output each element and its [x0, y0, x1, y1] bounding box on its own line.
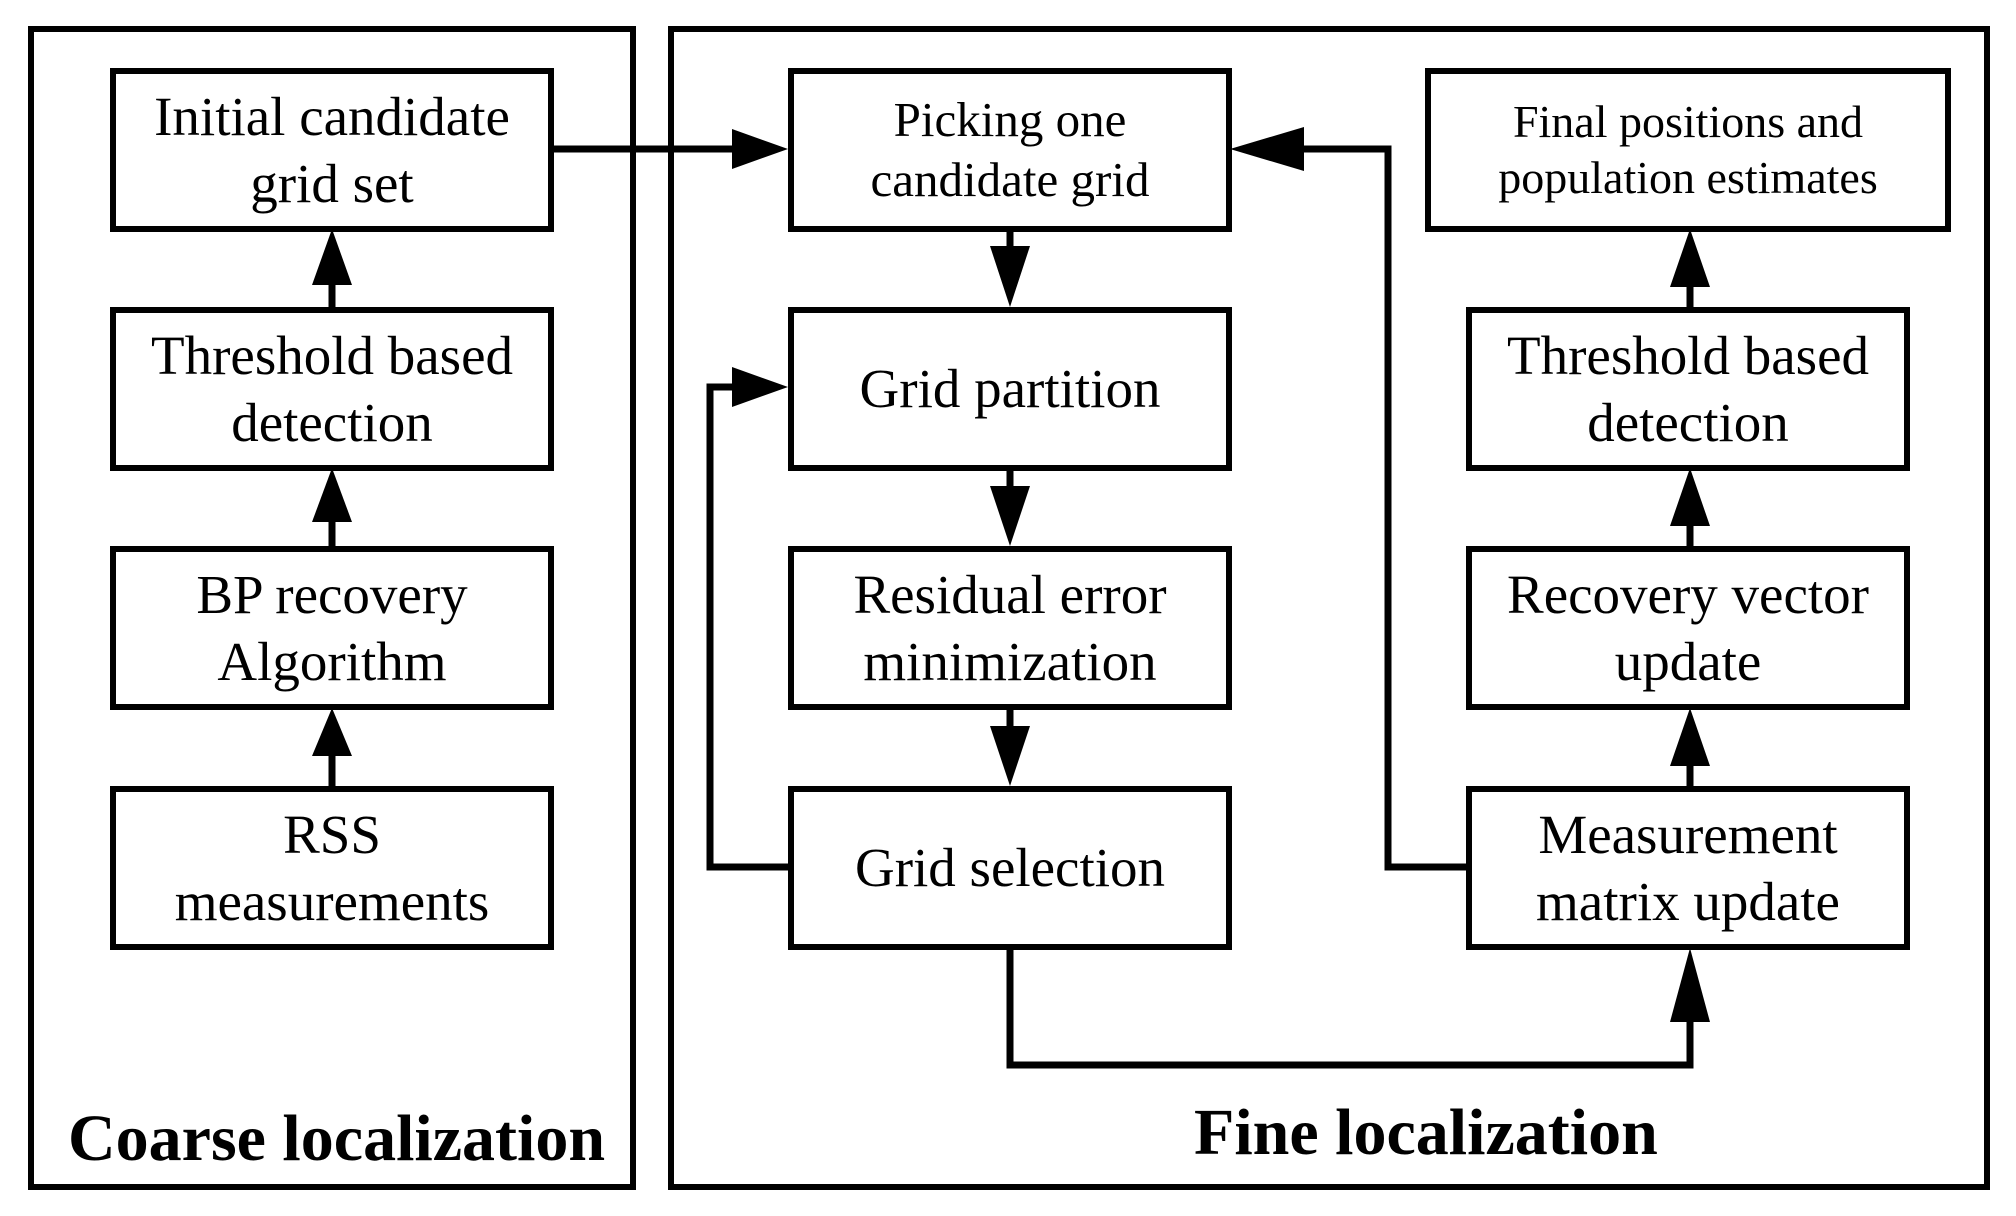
arrowhead-initial-to-picking — [732, 129, 788, 169]
recovery-vector-update-box: Recovery vector update — [1466, 546, 1910, 710]
box-line: Threshold based — [151, 324, 513, 386]
box-line: grid set — [250, 153, 414, 214]
box-line: RSS — [283, 803, 381, 865]
box-line: candidate grid — [870, 152, 1150, 207]
arrowhead-selection-loop — [732, 367, 788, 407]
box-line: Final positions and — [1512, 95, 1864, 147]
arrowhead-selection-to-measurement — [1670, 948, 1710, 1022]
grid-partition-box: Grid partition — [788, 307, 1232, 471]
box-line: minimization — [863, 631, 1157, 692]
box-line: matrix update — [1536, 871, 1840, 932]
final-positions-box: Final positions and population estimates — [1425, 68, 1951, 232]
arrowhead-residual-to-selection — [990, 726, 1030, 786]
arrowhead-partition-to-residual — [990, 486, 1030, 546]
grid-selection-box: Grid selection — [788, 786, 1232, 950]
box-line: Algorithm — [217, 631, 447, 692]
measurement-matrix-update-box: Measurement matrix update — [1466, 786, 1910, 950]
fine-threshold-detection-box: Threshold based detection — [1466, 307, 1910, 471]
arrow-measurement-to-picking — [1304, 145, 1466, 871]
box-line: Residual error — [853, 563, 1167, 625]
arrowhead-threshold-to-final — [1670, 229, 1710, 287]
box-line: update — [1614, 631, 1762, 692]
residual-error-minimization-box: Residual error minimization — [788, 546, 1232, 710]
arrow-selection-to-measurement — [1006, 948, 1694, 1069]
arrowhead-rss-to-bp — [312, 708, 352, 756]
box-line: Picking one — [893, 92, 1127, 148]
coarse-threshold-detection-box: Threshold based detection — [110, 307, 554, 471]
box-line: measurements — [174, 871, 490, 932]
box-line: BP recovery — [196, 563, 468, 625]
bp-recovery-algorithm-box: BP recovery Algorithm — [110, 546, 554, 710]
arrowhead-bp-to-threshold — [312, 468, 352, 522]
box-line: Threshold based — [1507, 324, 1869, 386]
arrowhead-measurement-to-recovery — [1670, 708, 1710, 766]
arrowhead-picking-to-partition — [990, 246, 1030, 307]
arrow-selection-loop-to-partition — [706, 383, 788, 871]
box-line: detection — [231, 392, 433, 453]
box-line: Recovery vector — [1507, 563, 1869, 625]
box-line: population estimates — [1498, 152, 1878, 203]
box-line: Measurement — [1538, 803, 1838, 865]
picking-one-candidate-grid-box: Picking one candidate grid — [788, 68, 1232, 232]
box-line: Grid selection — [854, 837, 1166, 899]
arrowhead-measurement-to-picking — [1230, 127, 1304, 171]
box-line: Grid partition — [859, 358, 1161, 420]
arrowhead-recovery-to-threshold — [1670, 468, 1710, 526]
rss-measurements-box: RSS measurements — [110, 786, 554, 950]
box-line: Initial candidate — [154, 85, 510, 147]
box-line: detection — [1587, 392, 1789, 453]
initial-candidate-grid-set-box: Initial candidate grid set — [110, 68, 554, 232]
arrowhead-threshold-to-initial — [312, 229, 352, 285]
coarse-localization-title: Coarse localization — [68, 1102, 606, 1175]
fine-localization-title: Fine localization — [1194, 1096, 1658, 1169]
